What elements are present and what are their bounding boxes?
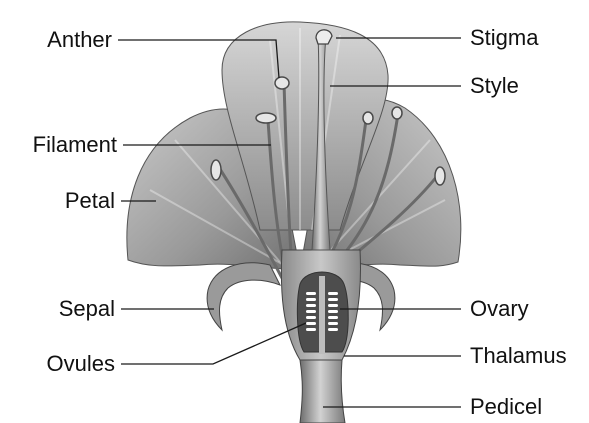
label-petal: Petal xyxy=(6,189,115,213)
pedicel-stalk xyxy=(300,360,345,423)
label-ovules: Ovules xyxy=(6,352,115,376)
label-thalamus: Thalamus xyxy=(470,344,567,368)
ovary-septum xyxy=(319,276,325,354)
stigma-tip xyxy=(316,30,332,44)
label-sepal: Sepal xyxy=(6,297,115,321)
anther-head xyxy=(435,167,445,185)
anther-head xyxy=(275,77,289,89)
anther-head xyxy=(211,160,221,180)
label-stigma: Stigma xyxy=(470,26,538,50)
left-sepal xyxy=(207,263,280,330)
label-ovary: Ovary xyxy=(470,297,529,321)
anther-head xyxy=(363,112,373,124)
label-style: Style xyxy=(470,74,519,98)
leader-ovules xyxy=(121,323,306,364)
anther-head xyxy=(392,107,402,119)
label-pedicel: Pedicel xyxy=(470,395,542,419)
label-anther: Anther xyxy=(6,28,112,52)
label-filament: Filament xyxy=(6,133,117,157)
anther-head xyxy=(256,113,276,123)
